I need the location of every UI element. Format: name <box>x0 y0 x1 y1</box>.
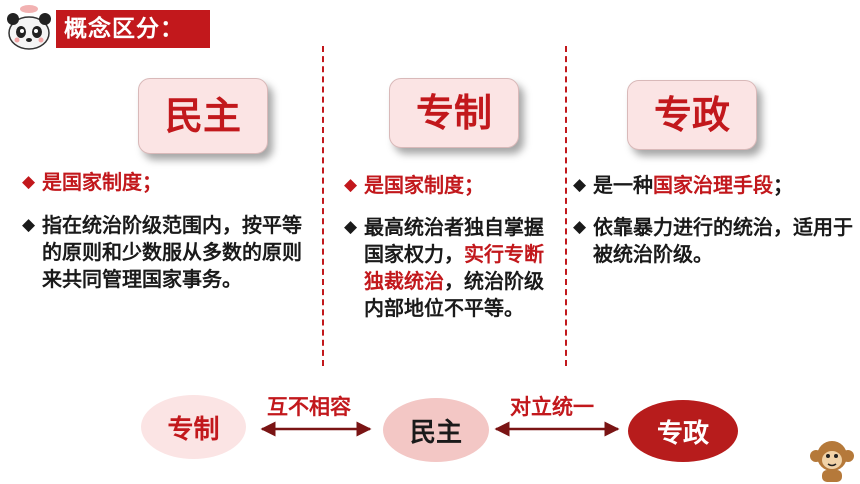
col3-point-1-text-c: ； <box>773 173 793 197</box>
column-divider <box>565 46 567 366</box>
col2-point-1-text: 是国家制度； <box>364 173 484 197</box>
col1-point-1-text: 是国家制度； <box>42 170 162 194</box>
col3-point-1-text: 是一种国家治理手段； <box>593 172 858 199</box>
col2-point-2-text: 最高统治者独自掌握国家权力，实行专断独裁统治，统治阶级内部地位不平等。 <box>364 214 554 322</box>
column-divider <box>322 46 324 366</box>
page-title: 概念区分： <box>56 10 210 48</box>
col3-point-2: ◆ 依靠暴力进行的统治，适用于被统治阶级。 <box>573 214 858 268</box>
concept-box-minzhu: 民主 <box>138 78 268 154</box>
diamond-bullet-icon: ◆ <box>573 175 587 195</box>
monkey-mascot-icon <box>810 441 854 482</box>
col1-point-1: ◆ 是国家制度； <box>22 169 312 196</box>
diamond-bullet-icon: ◆ <box>22 215 36 235</box>
node-zhuanzheng: 专政 <box>628 400 738 462</box>
col3-point-2-text: 依靠暴力进行的统治，适用于被统治阶级。 <box>593 215 853 266</box>
col3-point-1-text-a: 是一种 <box>593 173 653 197</box>
node-minzhu: 民主 <box>383 398 489 462</box>
diamond-bullet-icon: ◆ <box>344 217 358 237</box>
concept-box-zhuanzheng: 专政 <box>627 80 757 150</box>
col1-point-2: ◆ 指在统治阶级范围内，按平等的原则和少数服从多数的原则来共同管理国家事务。 <box>22 212 312 293</box>
col2-point-2: ◆ 最高统治者独自掌握国家权力，实行专断独裁统治，统治阶级内部地位不平等。 <box>344 214 554 322</box>
col2-point-2-text-c: ，统治阶级内部地位不平等。 <box>364 269 544 320</box>
diamond-bullet-icon: ◆ <box>344 175 358 195</box>
col2-point-2-text-a: 最高统治者独自掌握国家权力， <box>364 215 544 266</box>
col3-point-1-highlight: 国家治理手段 <box>653 173 773 197</box>
node-zhuanzhi: 专制 <box>141 395 246 459</box>
col2-point-1: ◆ 是国家制度； <box>344 172 554 199</box>
relation-label-left: 互不相容 <box>267 395 351 419</box>
relation-label-right: 对立统一 <box>510 395 594 419</box>
col3-point-1: ◆ 是一种国家治理手段； <box>573 172 858 199</box>
diamond-bullet-icon: ◆ <box>22 172 36 192</box>
col2-point-2-highlight: 实行专断独裁统治 <box>364 242 544 293</box>
panda-mascot-icon <box>7 5 51 50</box>
diamond-bullet-icon: ◆ <box>573 217 587 237</box>
concept-box-zhuanzhi: 专制 <box>389 78 519 148</box>
col1-point-2-text: 指在统治阶级范围内，按平等的原则和少数服从多数的原则来共同管理国家事务。 <box>42 213 302 291</box>
